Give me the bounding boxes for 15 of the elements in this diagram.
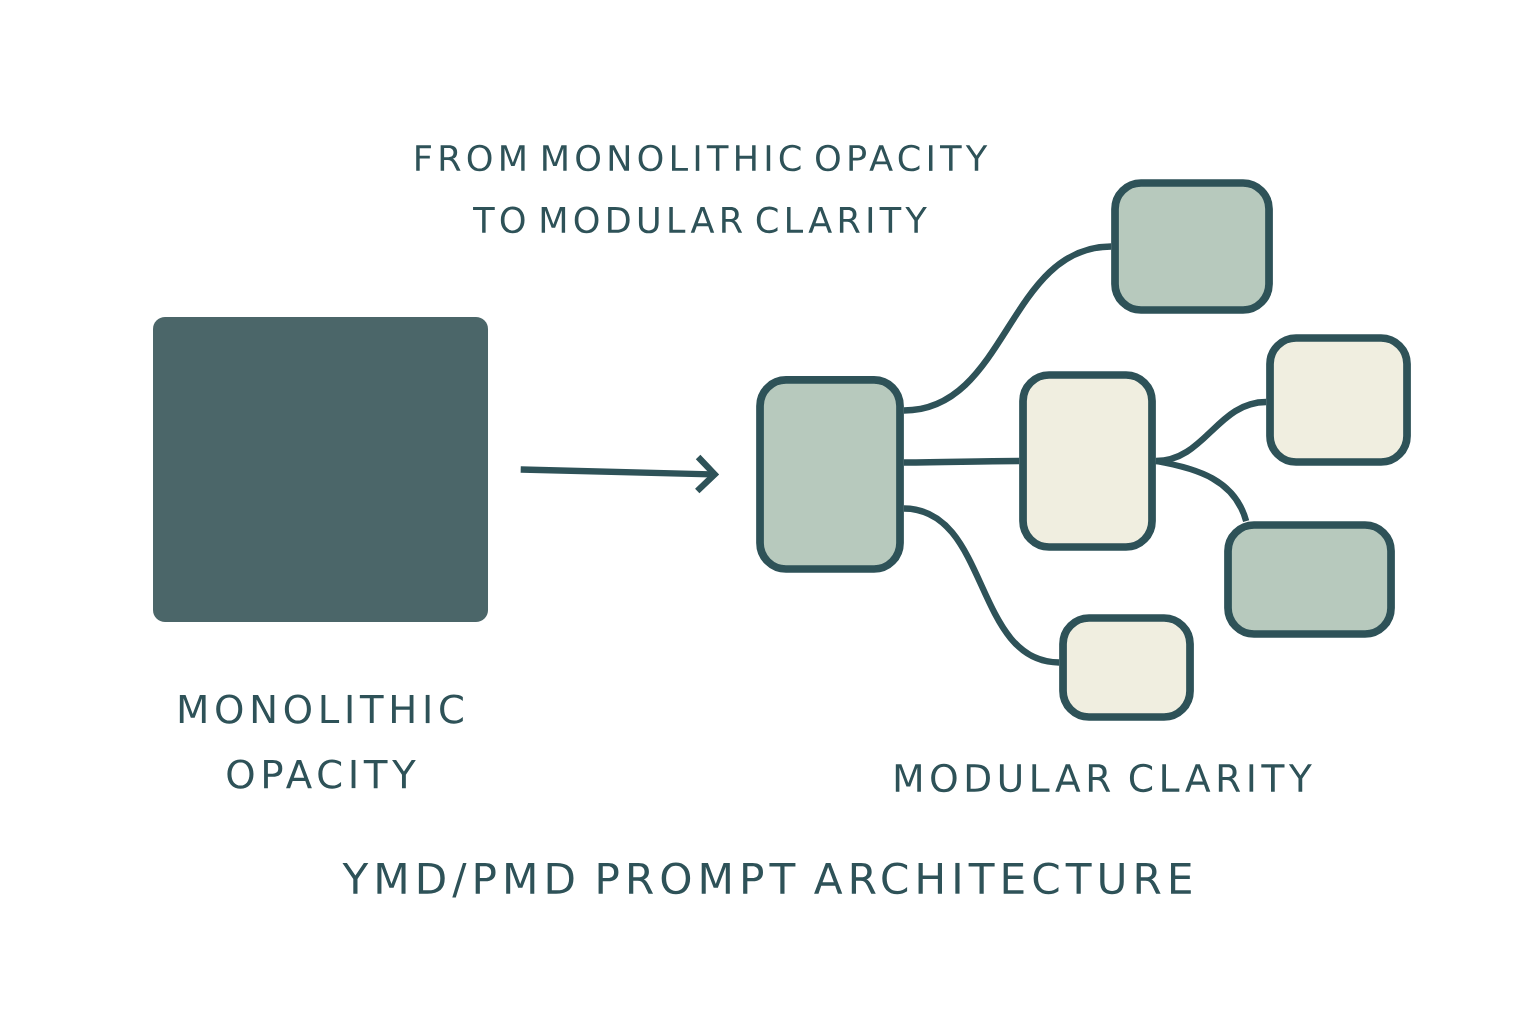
module-box: [1224, 521, 1395, 638]
monolith-block: [153, 317, 488, 622]
connector-line: [903, 243, 1112, 414]
module-box: [1266, 334, 1411, 466]
section-label: MODULAR CLARITY: [895, 763, 1312, 793]
arrow: [520, 454, 720, 494]
connector-line: [903, 505, 1060, 666]
module-box: [1019, 371, 1156, 551]
caption: YMD/PMD PROMPT ARCHITECTURE: [342, 862, 1191, 898]
module-box: [1111, 179, 1273, 314]
module-box: [1059, 614, 1194, 721]
module-box: [756, 376, 904, 573]
node-caption: MONOLITHIC OPACITY: [179, 694, 463, 789]
connector-line: [903, 457, 1020, 466]
title: FROM MONOLITHIC OPACITY TO MODULAR CLARITY: [416, 144, 988, 234]
